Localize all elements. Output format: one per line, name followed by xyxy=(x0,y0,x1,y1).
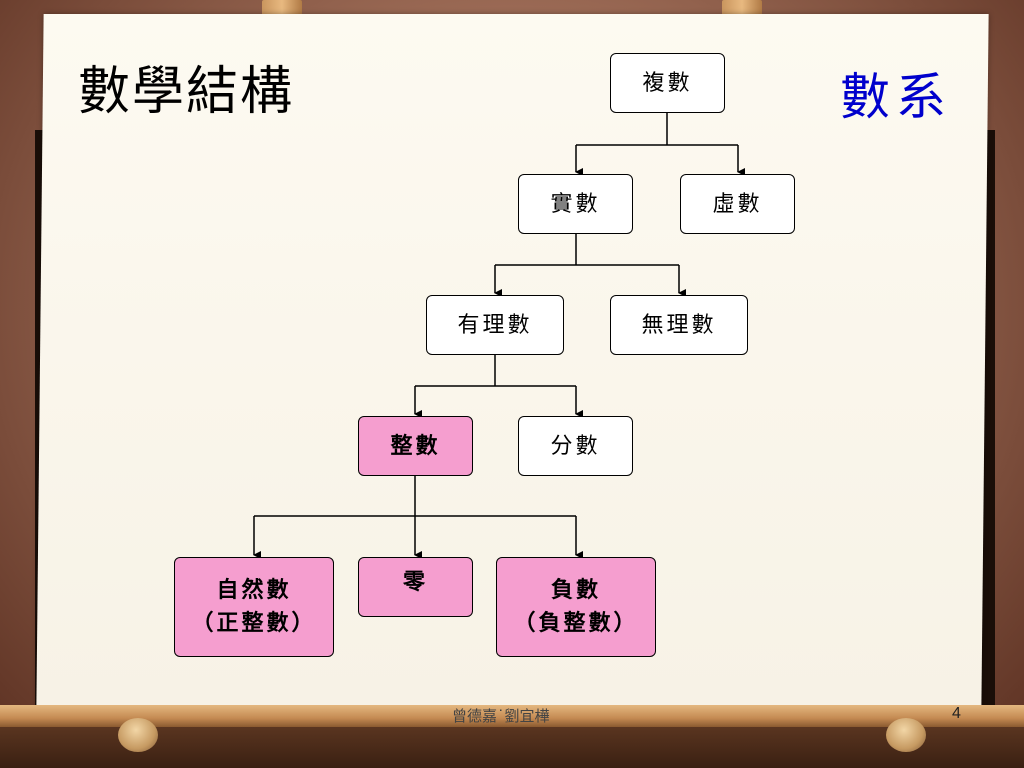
easel-peg-left xyxy=(118,718,158,752)
node-integer: 整數 xyxy=(358,416,473,476)
footer-authors: 曾德嘉˙劉宜樺 xyxy=(452,707,550,725)
easel-ledge-shadow xyxy=(0,727,1024,768)
node-fraction: 分數 xyxy=(518,416,633,476)
node-imaginary: 虛數 xyxy=(680,174,795,234)
node-complex: 複數 xyxy=(610,53,725,113)
node-natural: 自然數 （正整數） xyxy=(174,557,334,657)
node-zero: 零 xyxy=(358,557,473,617)
slide-subtitle: 數系 xyxy=(840,68,952,126)
easel-ledge xyxy=(0,705,1024,727)
page-number: 4 xyxy=(952,705,961,722)
slide-title: 數學結構 xyxy=(78,62,295,122)
node-irrational: 無理數 xyxy=(610,295,748,355)
node-negative: 負數 （負整數） xyxy=(496,557,656,657)
node-rational: 有理數 xyxy=(426,295,564,355)
node-real: 實數 xyxy=(518,174,633,234)
easel-peg-right xyxy=(886,718,926,752)
